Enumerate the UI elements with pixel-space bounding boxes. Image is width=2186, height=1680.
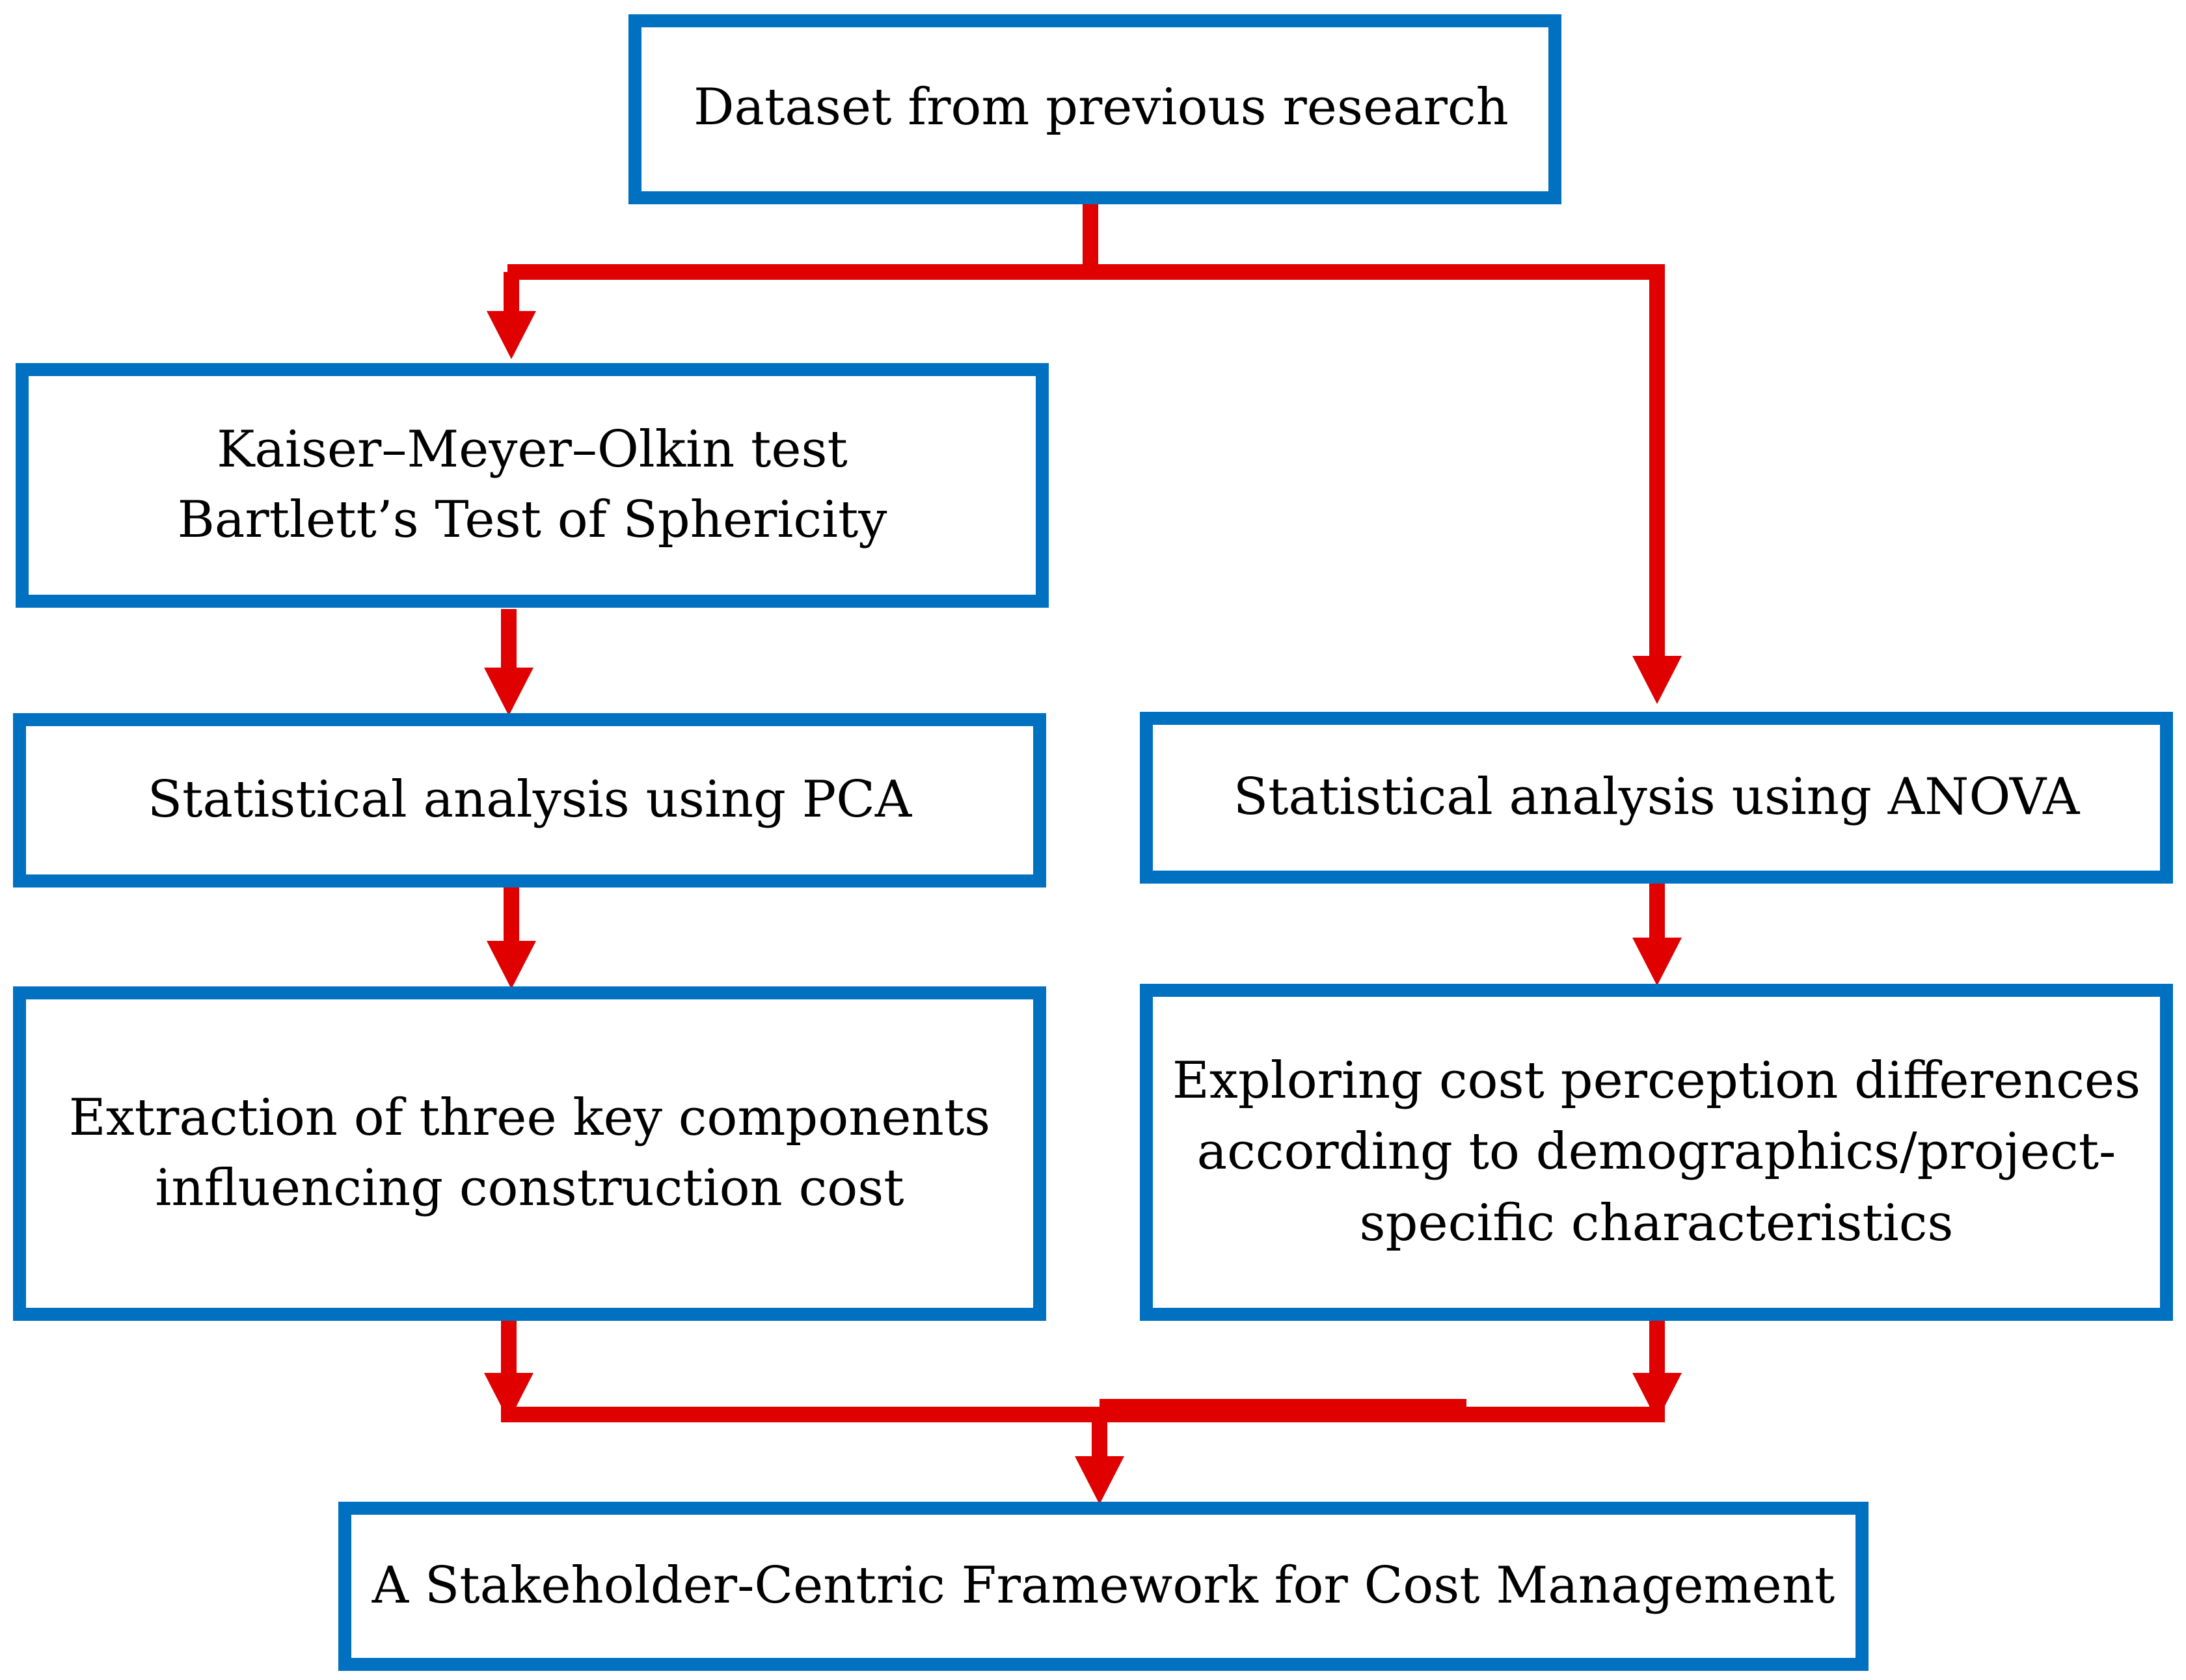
- arrowhead-to-exploring: [1632, 938, 1682, 986]
- arrowhead-to-anova: [1632, 656, 1682, 704]
- arrowhead-to-extraction: [487, 941, 536, 989]
- node-anova: Statistical analysis using ANOVA: [1140, 712, 2173, 884]
- edge-dataset-split: [507, 195, 1665, 657]
- node-extraction-text-line-1: Extraction of three key components: [68, 1089, 991, 1148]
- arrowhead-merge-left: [484, 1373, 533, 1421]
- arrowhead-to-pca: [484, 668, 533, 716]
- arrowhead-to-framework: [1075, 1456, 1124, 1504]
- node-kmo-text-line-2: Bartlett’s Test of Sphericity: [177, 491, 887, 549]
- node-framework: A Stakeholder-Centric Framework for Cost…: [338, 1502, 1869, 1671]
- node-pca-text: Statistical analysis using PCA: [147, 770, 912, 830]
- node-exploring-text-line-3: specific characteristics: [1359, 1193, 1954, 1253]
- node-pca: Statistical analysis using PCA: [13, 713, 1046, 887]
- node-dataset-text: Dataset from previous research: [694, 78, 1509, 137]
- node-anova-text: Statistical analysis using ANOVA: [1233, 768, 2080, 827]
- node-exploring-text-line-1: Exploring cost perception differences: [1172, 1051, 2141, 1111]
- node-dataset: Dataset from previous research: [628, 14, 1561, 204]
- arrowhead-merge-right: [1632, 1373, 1682, 1421]
- node-framework-text: A Stakeholder-Centric Framework for Cost…: [371, 1556, 1835, 1616]
- node-extraction: Extraction of three key components influ…: [13, 986, 1046, 1321]
- node-kmo-bartlett: Kaiser–Meyer–Olkin test Bartlett’s Test …: [16, 363, 1049, 608]
- arrowhead-to-kmo: [487, 311, 536, 359]
- node-extraction-text-line-2: influencing construction cost: [155, 1159, 904, 1217]
- edge-merge: [501, 1321, 1665, 1422]
- node-exploring-text-line-2: according to demographics/project-: [1196, 1122, 2116, 1182]
- node-exploring: Exploring cost perception differences ac…: [1140, 984, 2173, 1321]
- node-kmo-text-line-1: Kaiser–Meyer–Olkin test: [217, 420, 848, 480]
